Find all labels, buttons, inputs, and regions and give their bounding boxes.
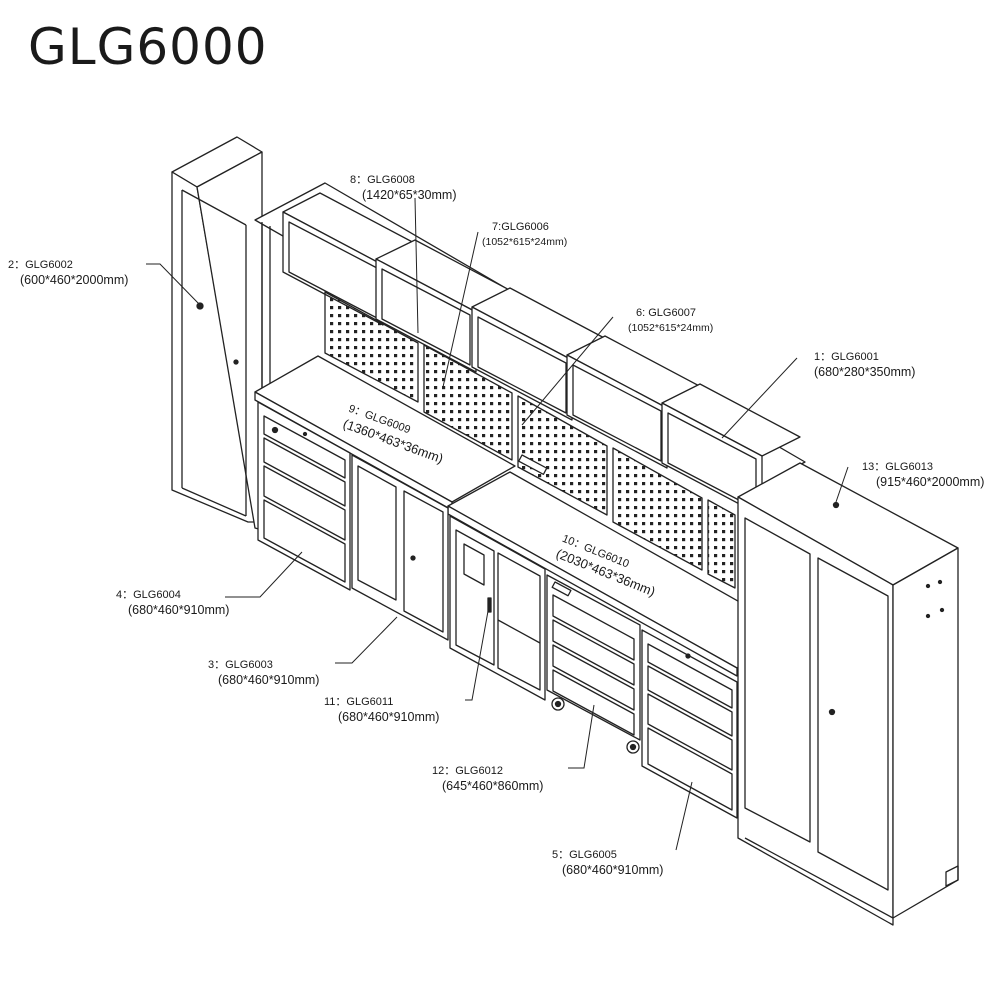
- part-label-8: 8：GLG6008 (1420*65*30mm): [350, 174, 457, 202]
- part-label-11: 11：GLG6011 (680*460*910mm): [324, 696, 440, 724]
- part-label-7: 7:GLG6006 (1052*615*24mm): [482, 221, 568, 248]
- part-label-12: 12：GLG6012 (645*460*860mm): [432, 765, 544, 793]
- part-label-1: 1：GLG6001 (680*280*350mm): [814, 351, 916, 379]
- part-label-6: 6: GLG6007 (1052*615*24mm): [628, 307, 714, 334]
- tall-cabinet-left: [171, 136, 263, 531]
- page-title: GLG6000: [28, 18, 268, 76]
- rolling-cart-12: [546, 574, 641, 754]
- part-label-2: 2：GLG6002 (600*460*2000mm): [8, 259, 129, 287]
- cabinet-11: [449, 515, 546, 701]
- part-label-3: 3：GLG6003 (680*460*910mm): [208, 659, 320, 687]
- drawer-cabinet-5: [641, 629, 738, 819]
- part-label-5: 5：GLG6005 (680*460*910mm): [552, 849, 664, 877]
- part-label-13: 13：GLG6013 (915*460*2000mm): [862, 461, 985, 489]
- tall-cabinet-right: [737, 462, 959, 926]
- wall-cabinet-row: [282, 192, 801, 517]
- drawer-cabinet-4: [257, 401, 351, 591]
- door-cabinet-3: [351, 454, 449, 641]
- worktop-left: [254, 355, 516, 511]
- leader-lines: [146, 197, 849, 851]
- part-label-4: 4：GLG6004 (680*460*910mm): [116, 589, 230, 617]
